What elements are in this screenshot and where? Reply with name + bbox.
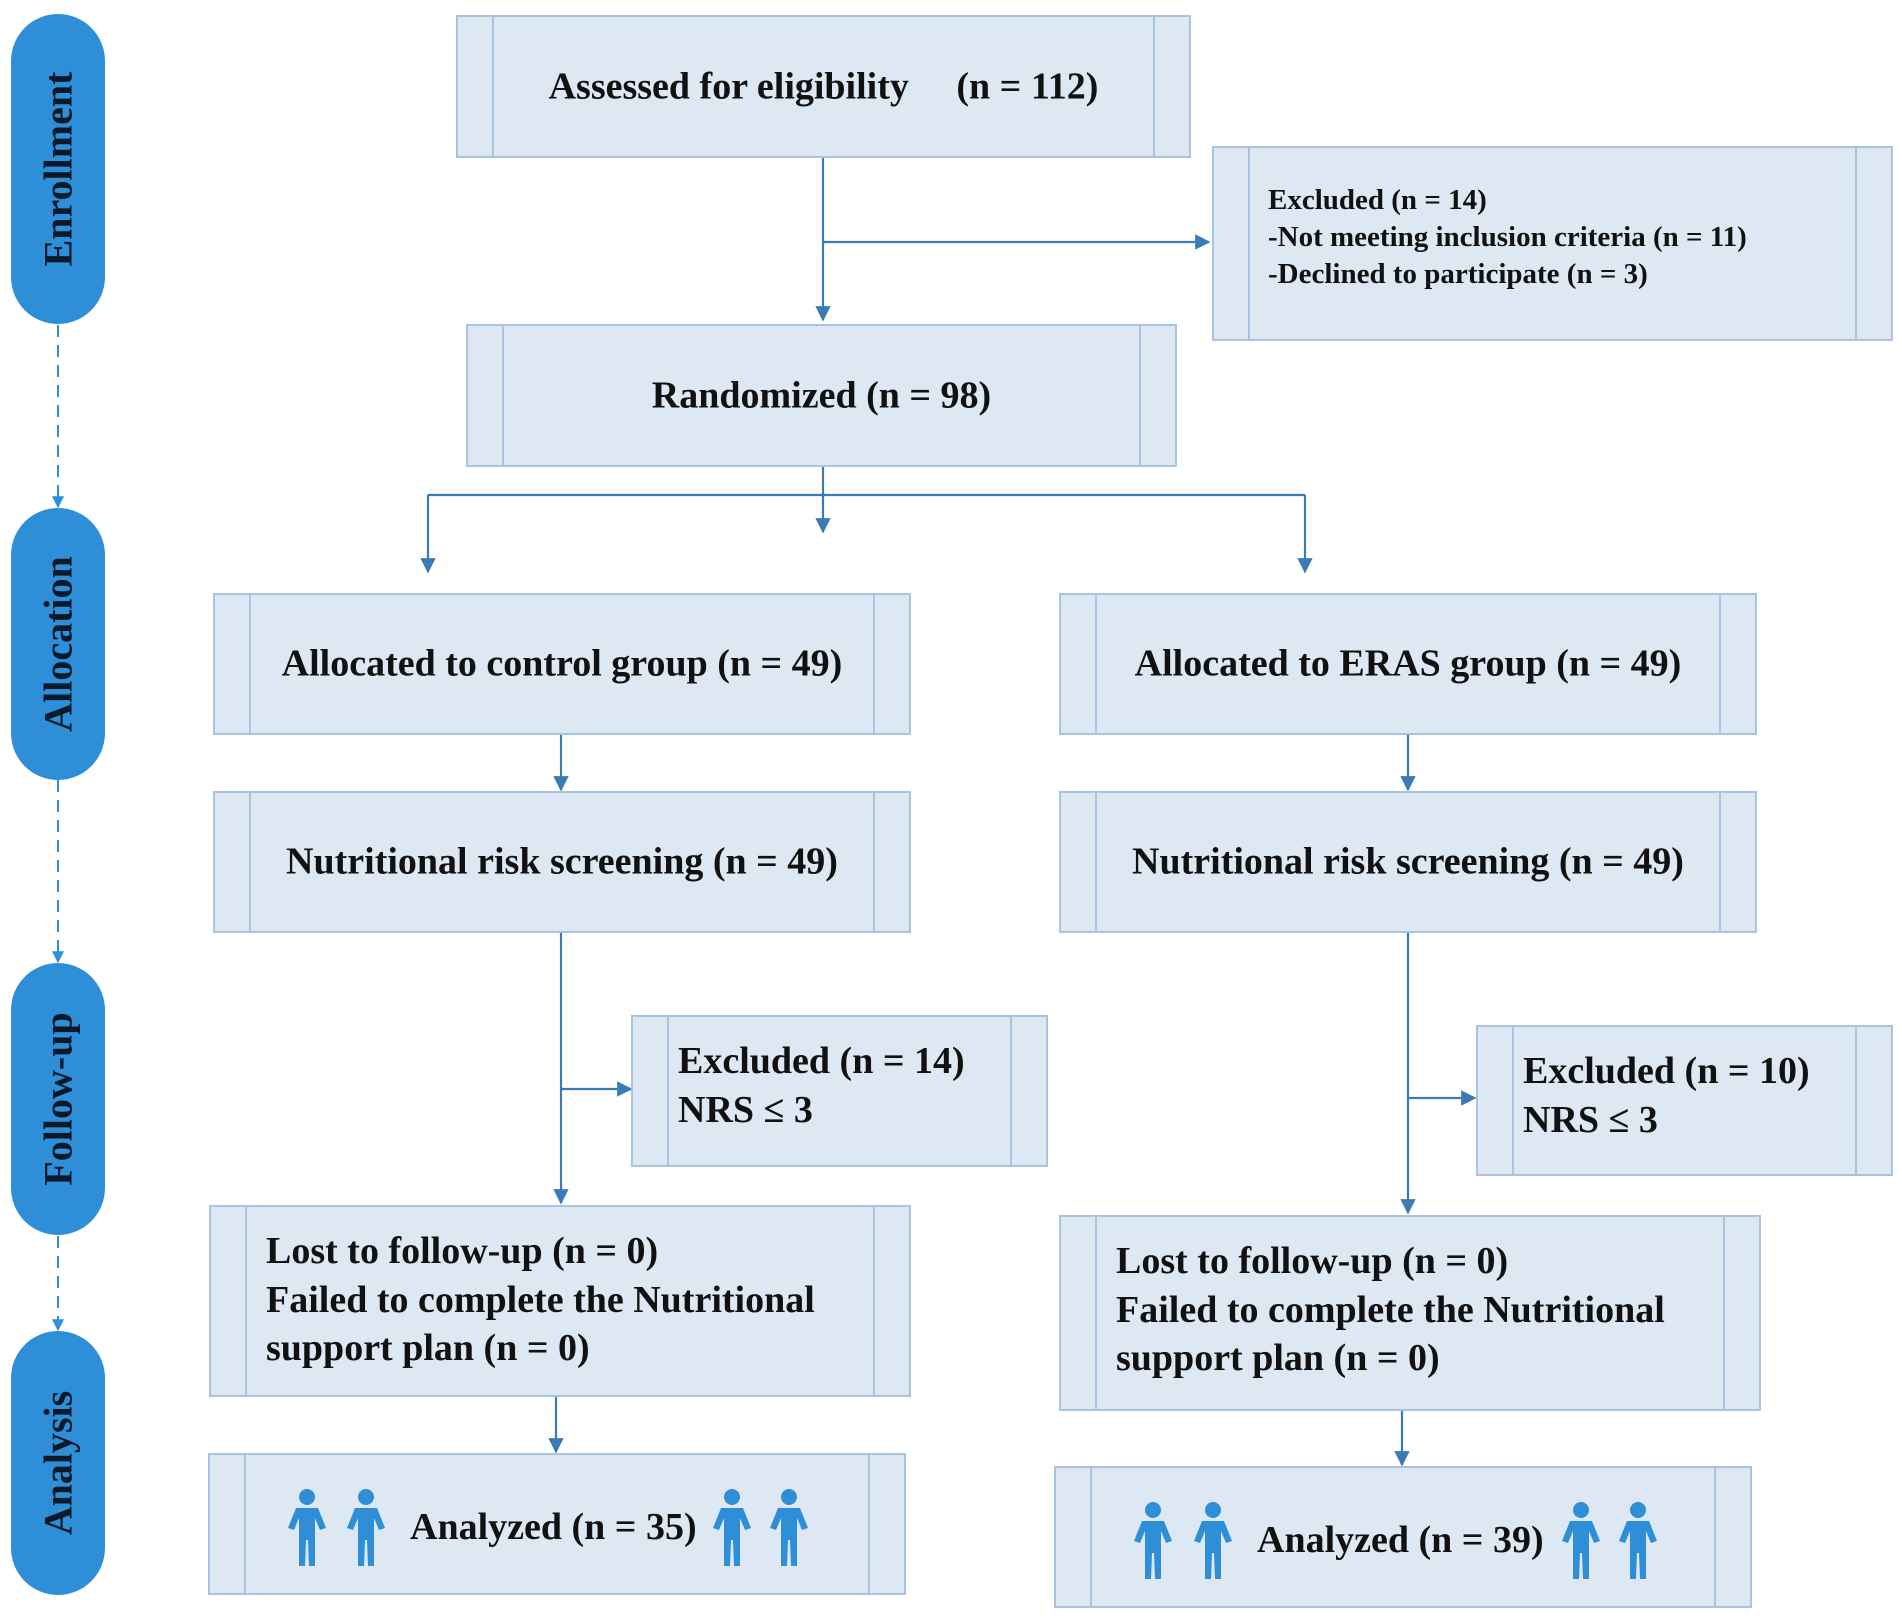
box-control-excluded: Excluded (n = 14) NRS ≤ 3 bbox=[631, 1015, 1048, 1167]
eras-allocated-text: Allocated to ERAS group (n = 49) bbox=[1134, 642, 1682, 685]
randomized-text: Randomized (n = 98) bbox=[651, 374, 992, 417]
box-control-analyzed: Analyzed (n = 35) bbox=[208, 1453, 906, 1595]
control-lost-line-1: Lost to follow-up (n = 0) bbox=[266, 1230, 659, 1272]
box-eras-analyzed: Analyzed (n = 39) bbox=[1054, 1466, 1752, 1608]
eras-excluded-text: Excluded (n = 10) NRS ≤ 3 bbox=[1523, 1047, 1810, 1144]
stage-analysis: Analysis bbox=[11, 1331, 105, 1595]
control-excluded-title: Excluded (n = 14) bbox=[678, 1040, 965, 1082]
stage-allocation: Allocation bbox=[11, 508, 105, 780]
control-lost-line-3: support plan (n = 0) bbox=[266, 1327, 590, 1370]
eras-excluded-reason: NRS ≤ 3 bbox=[1523, 1098, 1658, 1141]
control-excluded-text: Excluded (n = 14) NRS ≤ 3 bbox=[678, 1037, 965, 1134]
person-icon bbox=[1619, 1502, 1657, 1579]
person-icon bbox=[1194, 1502, 1232, 1579]
stage-label: Enrollment bbox=[35, 71, 81, 267]
box-eras-screening: Nutritional risk screening (n = 49) bbox=[1059, 791, 1757, 933]
box-control-screening: Nutritional risk screening (n = 49) bbox=[213, 791, 911, 933]
control-allocated-text: Allocated to control group (n = 49) bbox=[281, 642, 843, 685]
box-assessed: Assessed for eligibility (n = 112) bbox=[456, 15, 1191, 158]
box-control-lost: Lost to follow-up (n = 0) Failed to comp… bbox=[209, 1205, 911, 1397]
control-analyzed-text: Analyzed (n = 35) bbox=[410, 1506, 697, 1548]
control-lost-text: Lost to follow-up (n = 0) Failed to comp… bbox=[266, 1227, 815, 1373]
person-icon bbox=[713, 1489, 751, 1566]
excluded-enrollment-text: Excluded (n = 14) -Not meeting inclusion… bbox=[1268, 182, 1747, 293]
person-icon bbox=[1134, 1502, 1172, 1579]
stage-label: Follow-up bbox=[35, 1012, 81, 1186]
eras-excluded-title: Excluded (n = 10) bbox=[1523, 1050, 1810, 1092]
box-eras-lost: Lost to follow-up (n = 0) Failed to comp… bbox=[1059, 1215, 1761, 1411]
assessed-text: Assessed for eligibility (n = 112) bbox=[548, 65, 1099, 108]
box-eras-allocated: Allocated to ERAS group (n = 49) bbox=[1059, 593, 1757, 735]
excluded-reason-1: -Not meeting inclusion criteria (n = 11) bbox=[1268, 221, 1747, 254]
person-icon bbox=[288, 1489, 326, 1566]
excluded-title: Excluded (n = 14) bbox=[1268, 184, 1487, 216]
box-excluded-enrollment: Excluded (n = 14) -Not meeting inclusion… bbox=[1212, 146, 1893, 341]
stage-enrollment: Enrollment bbox=[11, 14, 105, 324]
box-control-allocated: Allocated to control group (n = 49) bbox=[213, 593, 911, 735]
stage-label: Analysis bbox=[35, 1390, 81, 1536]
box-randomized: Randomized (n = 98) bbox=[466, 324, 1177, 467]
eras-lost-line-1: Lost to follow-up (n = 0) bbox=[1116, 1240, 1509, 1282]
person-icon bbox=[770, 1489, 808, 1566]
control-excluded-reason: NRS ≤ 3 bbox=[678, 1088, 813, 1131]
excluded-reason-2: -Declined to participate (n = 3) bbox=[1268, 258, 1648, 291]
person-icon bbox=[347, 1489, 385, 1566]
eras-screening-text: Nutritional risk screening (n = 49) bbox=[1132, 840, 1684, 883]
stage-label: Allocation bbox=[35, 556, 81, 732]
box-eras-excluded: Excluded (n = 10) NRS ≤ 3 bbox=[1476, 1025, 1893, 1176]
control-screening-text: Nutritional risk screening (n = 49) bbox=[286, 840, 838, 883]
eras-analyzed-text: Analyzed (n = 39) bbox=[1257, 1519, 1544, 1561]
control-lost-line-2: Failed to complete the Nutritional bbox=[266, 1278, 815, 1321]
eras-lost-line-3: support plan (n = 0) bbox=[1116, 1337, 1440, 1380]
eras-lost-line-2: Failed to complete the Nutritional bbox=[1116, 1288, 1665, 1331]
person-icon bbox=[1562, 1502, 1600, 1579]
eras-lost-text: Lost to follow-up (n = 0) Failed to comp… bbox=[1116, 1237, 1665, 1383]
stage-follow-up: Follow-up bbox=[11, 963, 105, 1235]
